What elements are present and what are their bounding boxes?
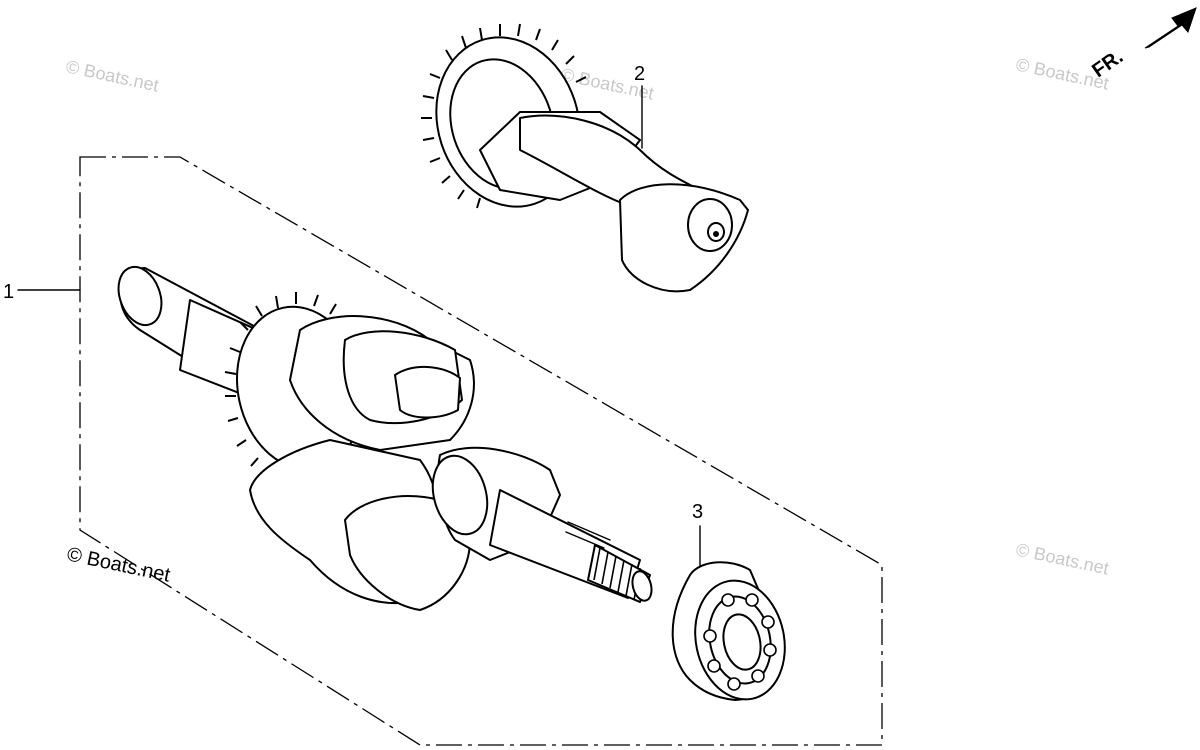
crankshaft-part-1 xyxy=(117,265,653,611)
callout-1: 1 xyxy=(3,281,81,303)
callout-1-number: 1 xyxy=(3,281,14,303)
callout-2-number: 2 xyxy=(634,63,645,85)
callout-3: 3 xyxy=(692,501,703,567)
front-direction-indicator: FR. xyxy=(1088,7,1197,82)
watermark-bottom-left: © Boats.net xyxy=(65,543,173,586)
callout-2: 2 xyxy=(634,63,645,149)
balancer-gear-teeth xyxy=(421,23,587,209)
kit-boundary xyxy=(79,156,883,746)
bearing-balls xyxy=(703,593,777,691)
front-direction-arrow-icon xyxy=(1144,7,1197,49)
watermark-top-left: © Boats.net xyxy=(64,56,160,95)
callout-3-number: 3 xyxy=(692,501,703,523)
ball-bearing-part-3 xyxy=(671,561,786,701)
balancer-shaft-part-2 xyxy=(421,23,749,293)
crank-gear-teeth xyxy=(224,292,353,481)
watermark-mid-right: © Boats.net xyxy=(1014,539,1110,578)
